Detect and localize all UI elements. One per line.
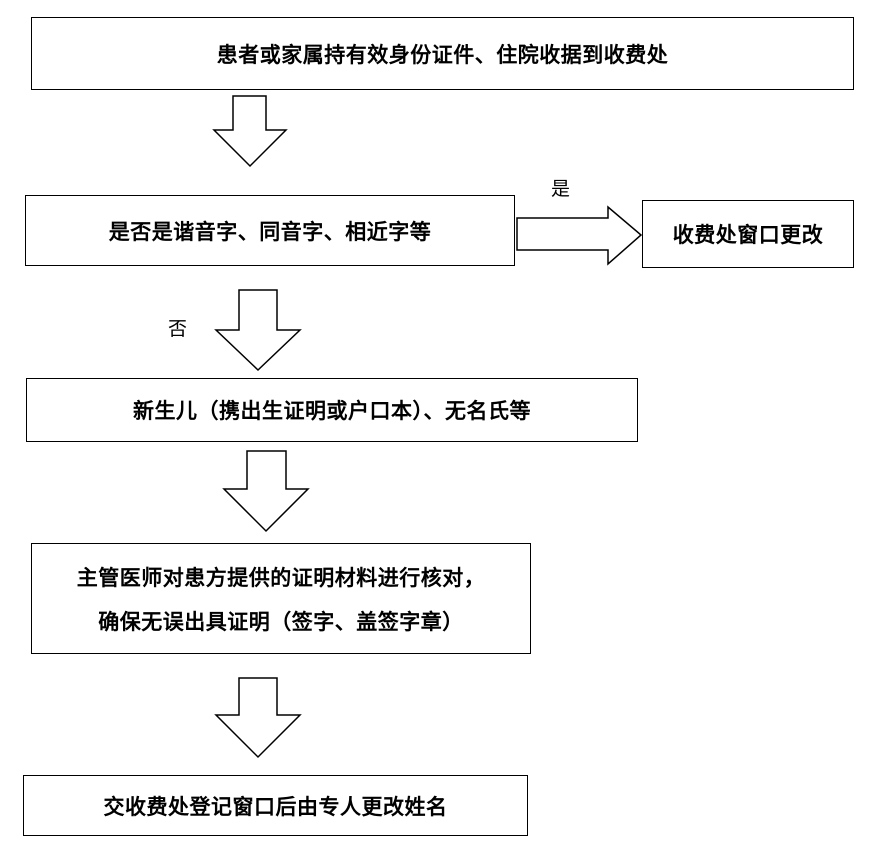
step-homophone-check-box: 是否是谐音字、同音字、相近字等	[25, 195, 515, 266]
right-arrow-yes	[516, 205, 643, 266]
yes-label: 是	[551, 178, 571, 200]
cashier-window-change-box: 收费处窗口更改	[642, 200, 854, 268]
cashier-window-change-text: 收费处窗口更改	[672, 222, 824, 247]
down-arrow-3	[222, 450, 310, 533]
down-arrow-4	[214, 677, 302, 759]
step-present-id-text: 患者或家属持有效身份证件、住院收据到收费处	[216, 41, 669, 67]
step-newborn-box: 新生儿（携出生证明或户口本）、无名氏等	[26, 378, 638, 442]
step-newborn-text: 新生儿（携出生证明或户口本）、无名氏等	[133, 398, 531, 423]
down-arrow-2	[214, 289, 302, 372]
down-arrow-1	[212, 95, 288, 168]
step-homophone-check-text: 是否是谐音字、同音字、相近字等	[108, 218, 432, 244]
step-doctor-verify-line2: 确保无误出具证明（签字、盖签字章）	[98, 608, 464, 634]
step-register-change-text: 交收费处登记窗口后由专人更改姓名	[103, 793, 448, 819]
step-present-id-box: 患者或家属持有效身份证件、住院收据到收费处	[31, 17, 854, 90]
no-label: 否	[168, 318, 188, 340]
step-doctor-verify-line1: 主管医师对患方提供的证明材料进行核对，	[76, 564, 486, 590]
step-doctor-verify-box: 主管医师对患方提供的证明材料进行核对， 确保无误出具证明（签字、盖签字章）	[31, 543, 531, 654]
step-register-change-box: 交收费处登记窗口后由专人更改姓名	[23, 775, 528, 836]
